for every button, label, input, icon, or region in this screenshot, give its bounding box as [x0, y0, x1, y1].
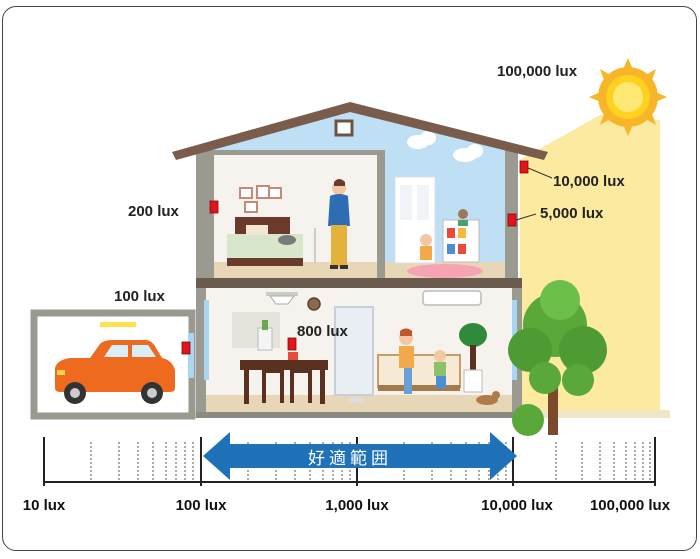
bedroom-lux-label: 200 lux [128, 203, 179, 220]
comfort-range-arrow [203, 432, 517, 480]
bedroom-scene [227, 185, 316, 266]
sensor-bedroom [209, 200, 219, 214]
kids-room-scene [394, 176, 483, 278]
leader-line-window [515, 213, 537, 221]
sun-lux-label: 100,000 lux [497, 63, 578, 80]
comfort-range-label: 好適範囲 [308, 449, 392, 469]
cloud-icon [407, 131, 483, 162]
car-icon [55, 340, 175, 404]
sensor-eaves [519, 160, 529, 174]
garage-lux-label: 100 lux [114, 288, 165, 305]
window-lux-label: 5,000 lux [540, 205, 604, 222]
plant-icon [459, 323, 487, 393]
tree-icon [508, 280, 607, 436]
axis-tick-label: 100 lux [175, 497, 227, 514]
roof [172, 102, 548, 160]
person-man [328, 179, 350, 269]
eaves-lux-label: 10,000 lux [553, 173, 625, 190]
living-room-scene [232, 290, 500, 405]
axis-tick-label: 10,000 lux [481, 497, 553, 514]
living-lux-label: 800 lux [297, 323, 348, 340]
sensor-garage [181, 341, 191, 355]
axis-tick-label: 1,000 lux [325, 497, 389, 514]
sensor-window [507, 213, 517, 227]
leader-line-eaves [527, 167, 553, 179]
sun-icon [589, 58, 667, 136]
axis-tick-label: 100,000 lux [589, 497, 671, 514]
sensor-living [287, 337, 297, 351]
axis-tick-label: 10 lux [22, 497, 66, 514]
